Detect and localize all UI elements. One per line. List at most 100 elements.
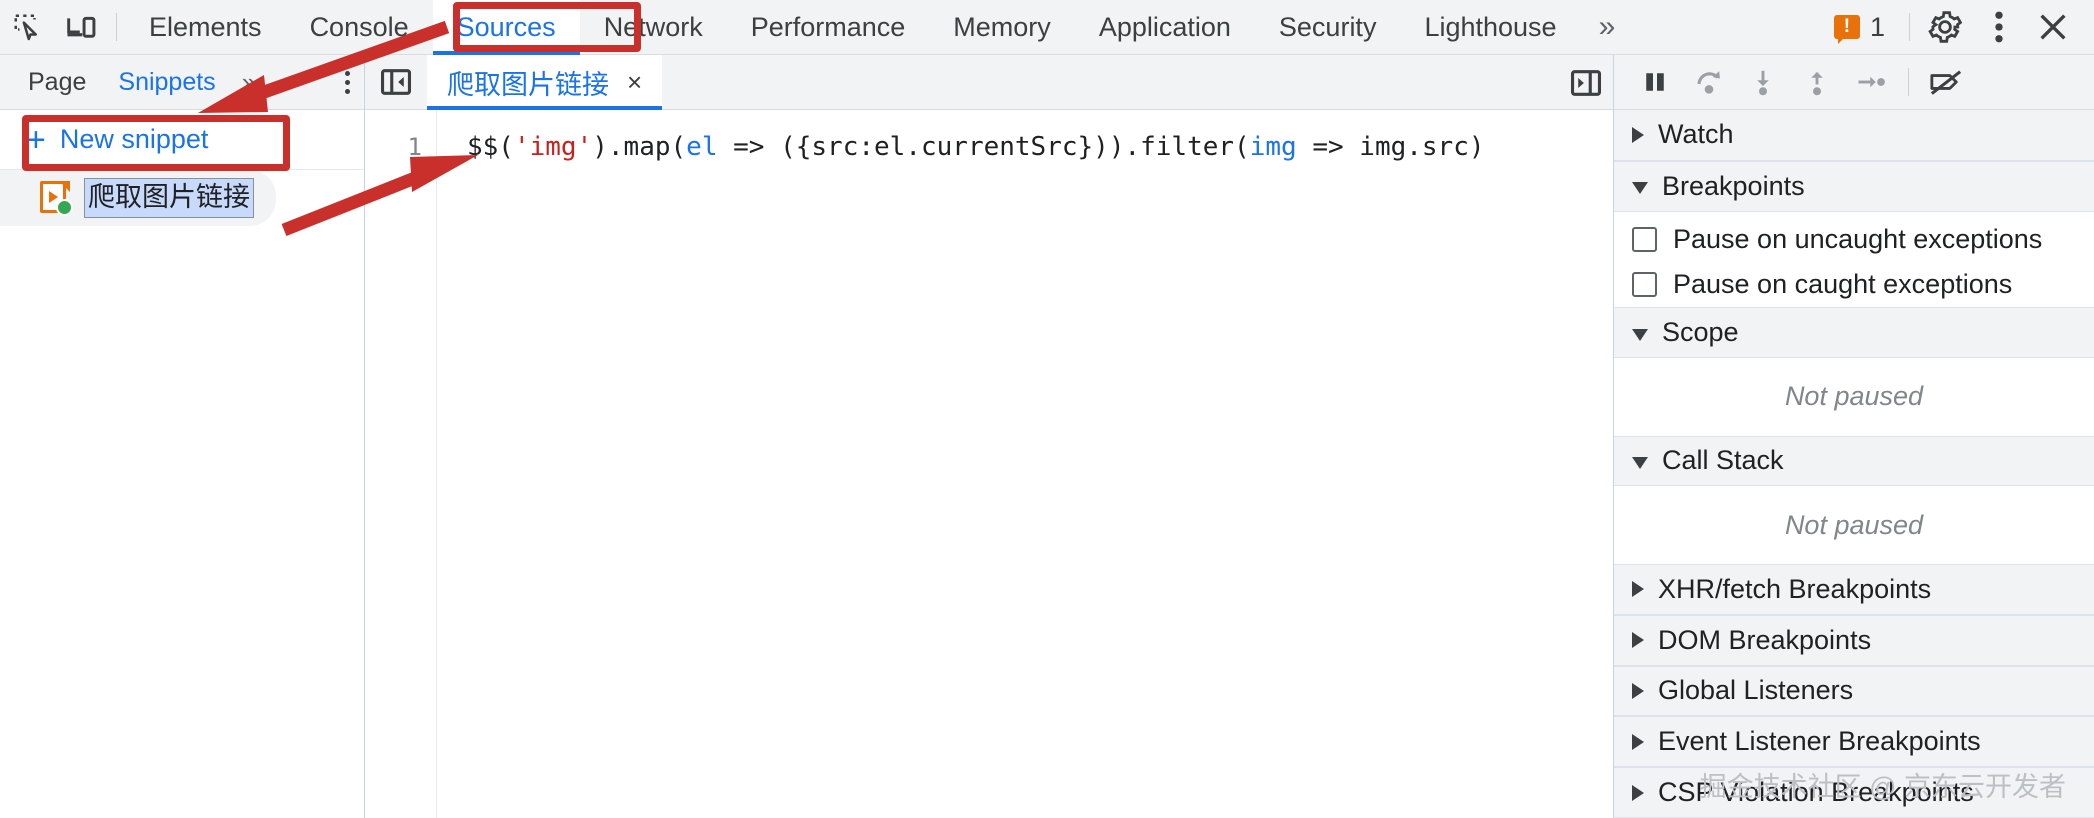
inspect-element-icon[interactable]: [0, 4, 54, 50]
step-glyph: [1858, 76, 1885, 88]
chevron-down-icon: [1632, 328, 1648, 341]
chevron-right-icon: [1632, 784, 1644, 801]
show-debugger-sidebar-icon[interactable]: [1556, 55, 1616, 110]
snippet-status-dot-icon: [56, 199, 73, 216]
more-options-icon[interactable]: [1972, 4, 2026, 50]
device-toolbar-glyph: [67, 16, 96, 38]
tab-performance[interactable]: Performance: [727, 0, 930, 55]
tab-lighthouse[interactable]: Lighthouse: [1400, 0, 1580, 55]
tab-application-label: Application: [1098, 11, 1231, 42]
editor-file-tab-label: 爬取图片链接: [447, 69, 609, 100]
tab-application[interactable]: Application: [1075, 0, 1255, 55]
snippet-name-input[interactable]: 爬取图片链接: [84, 178, 254, 218]
show-navigator-glyph: [380, 69, 412, 95]
line-number-gutter: 1: [365, 110, 437, 818]
tab-security[interactable]: Security: [1255, 0, 1401, 55]
more-options-glyph: [1995, 11, 2003, 43]
issues-counter[interactable]: ! 1: [1818, 11, 1901, 44]
more-tabs-chevron-icon[interactable]: »: [1598, 10, 1616, 43]
sources-panel: Page Snippets » + New snippet: [0, 54, 2094, 818]
code-content[interactable]: $$('img').map(el => ({src:el.currentSrc}…: [437, 110, 1613, 818]
section-event-listener-breakpoints-label: Event Listener Breakpoints: [1658, 726, 1981, 757]
gear-icon[interactable]: [1918, 4, 1972, 50]
step-into-glyph: [1757, 70, 1769, 96]
close-icon[interactable]: [2026, 4, 2080, 50]
section-scope[interactable]: Scope: [1614, 307, 2094, 358]
warning-count-label: 1: [1869, 11, 1885, 42]
show-navigator-icon[interactable]: [365, 55, 427, 110]
section-scope-label: Scope: [1662, 317, 1739, 348]
section-csp-violation-breakpoints[interactable]: CSP Violation Breakpoints: [1614, 767, 2094, 818]
toolbar-divider: [116, 13, 117, 41]
step-into-next-function-call-icon[interactable]: [1736, 59, 1790, 105]
step-over-glyph: [1697, 71, 1720, 94]
checkbox-pause-caught[interactable]: [1632, 272, 1657, 298]
code-token-tail: => img.src): [1296, 132, 1485, 162]
section-breakpoints[interactable]: Breakpoints: [1614, 160, 2094, 212]
gear-glyph: [1928, 11, 1962, 43]
tab-sources-label: Sources: [456, 11, 556, 42]
chevron-down-icon: [1632, 182, 1648, 195]
tab-memory-label: Memory: [953, 11, 1051, 42]
section-watch[interactable]: Watch: [1614, 110, 2094, 161]
code-token-param-el: el: [686, 132, 718, 162]
tab-memory[interactable]: Memory: [929, 0, 1075, 55]
section-call-stack[interactable]: Call Stack: [1614, 435, 2094, 487]
step-out-of-current-function-icon[interactable]: [1790, 59, 1844, 105]
checkbox-pause-uncaught[interactable]: [1632, 227, 1657, 253]
checkbox-pause-uncaught-label: Pause on uncaught exceptions: [1673, 224, 2043, 255]
warning-exclamation: !: [1843, 15, 1851, 37]
tab-network[interactable]: Network: [580, 0, 727, 55]
call-stack-empty-message: Not paused: [1614, 486, 2094, 565]
navigator-more-chevron-icon[interactable]: »: [241, 66, 257, 97]
step-icon[interactable]: [1844, 59, 1898, 105]
deactivate-breakpoints-icon[interactable]: [1919, 59, 1973, 105]
code-editor[interactable]: 1 $$('img').map(el => ({src:el.currentSr…: [365, 110, 1613, 818]
show-debugger-sidebar-glyph: [1570, 69, 1602, 96]
section-global-listeners[interactable]: Global Listeners: [1614, 665, 2094, 717]
inspect-element-glyph: [14, 14, 37, 41]
kebab-dot: [345, 70, 350, 76]
new-snippet-button[interactable]: + New snippet: [0, 110, 364, 170]
section-call-stack-label: Call Stack: [1662, 445, 1784, 476]
pause-on-uncaught-exceptions-row[interactable]: Pause on uncaught exceptions: [1614, 211, 2094, 263]
tab-security-label: Security: [1278, 11, 1377, 42]
editor-file-tab[interactable]: 爬取图片链接 ×: [427, 54, 663, 110]
deactivate-breakpoints-glyph: [1930, 70, 1962, 95]
chevron-right-icon: [1632, 682, 1644, 699]
device-toolbar-icon[interactable]: [54, 4, 108, 50]
close-icon[interactable]: ×: [627, 67, 643, 97]
code-token-body: => ({src:el.currentSrc})).filter(: [717, 132, 1250, 162]
code-token-map: ).map(: [592, 132, 687, 162]
step-out-glyph: [1811, 72, 1823, 96]
section-xhr-fetch-breakpoints[interactable]: XHR/fetch Breakpoints: [1614, 564, 2094, 615]
navigator-tabstrip: Page Snippets »: [0, 55, 364, 110]
tab-elements-label: Elements: [149, 11, 262, 42]
snippet-script-icon: [40, 181, 73, 216]
section-watch-label: Watch: [1658, 119, 1734, 150]
tab-elements[interactable]: Elements: [125, 0, 286, 55]
nav-tab-page[interactable]: Page: [28, 67, 87, 96]
editor-tabstrip: 爬取图片链接 ×: [365, 54, 1613, 110]
new-snippet-label: New snippet: [59, 124, 209, 154]
nav-tab-snippets[interactable]: Snippets: [118, 67, 216, 96]
section-breakpoints-label: Breakpoints: [1662, 170, 1805, 201]
pause-on-caught-exceptions-row[interactable]: Pause on caught exceptions: [1614, 262, 2094, 308]
scope-empty-message: Not paused: [1614, 357, 2094, 436]
chevron-right-icon: [1632, 581, 1644, 598]
tab-console[interactable]: Console: [286, 0, 433, 55]
code-token-param-img: img: [1249, 132, 1297, 162]
snippet-icon-fold: [59, 181, 70, 192]
kebab-dot: [345, 88, 350, 94]
editor-pane: 爬取图片链接 × 1 $$('img').map(el => ({src:el.…: [365, 54, 1614, 818]
navigator-more-options-icon[interactable]: [345, 70, 350, 94]
list-item[interactable]: 爬取图片链接: [0, 170, 276, 226]
section-event-listener-breakpoints[interactable]: Event Listener Breakpoints: [1614, 716, 2094, 768]
tab-sources[interactable]: Sources: [432, 0, 580, 55]
step-over-next-function-call-icon[interactable]: [1682, 59, 1736, 105]
toolbar-divider-right: [1909, 13, 1910, 41]
debugger-toolbar: [1614, 55, 2094, 110]
section-dom-breakpoints[interactable]: DOM Breakpoints: [1614, 614, 2094, 666]
pause-script-execution-icon[interactable]: [1628, 59, 1682, 105]
